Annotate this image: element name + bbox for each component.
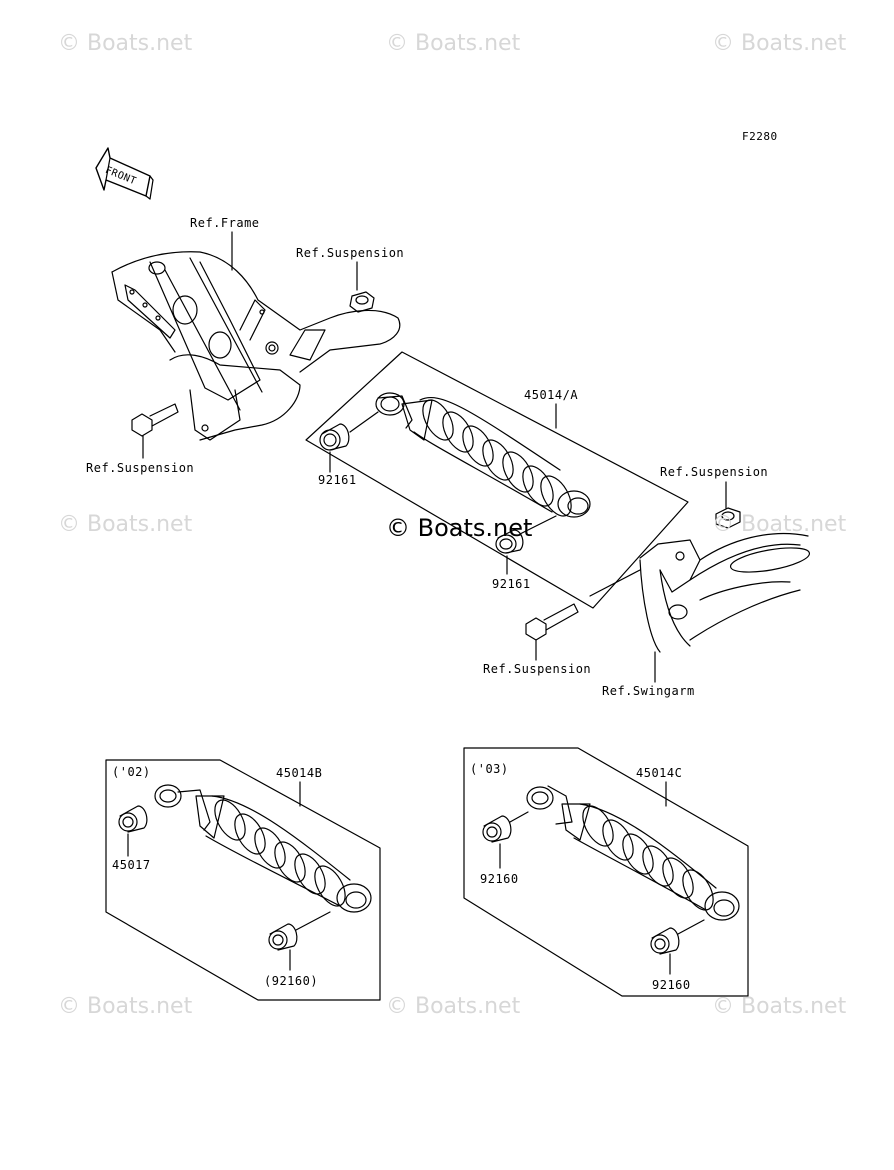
bushing-92161-right-icon [495,515,557,575]
swingarm-drawing [639,532,811,683]
bushing-92160-c-icon [650,919,705,975]
watermark-mid-left: © Boats.net [58,512,193,537]
label-45014a: 45014/A [524,388,579,402]
shock-box-45014a [305,351,689,609]
watermark-top-center: © Boats.net [386,31,521,56]
label-45014b: 45014B [276,766,323,780]
watermark-bottom-right: © Boats.net [712,994,847,1019]
watermark-top-left: © Boats.net [58,31,193,56]
label-ref-frame: Ref.Frame [190,216,260,230]
rear-shock-absorber-45014b-icon [154,784,372,913]
rear-shock-absorber-45014c-icon [526,785,740,921]
watermark-center: © Boats.net [386,514,533,542]
bushing-45017-icon [118,805,148,857]
bushing-92160-a-icon [482,811,529,869]
rear-shock-absorber-45014a-icon [375,392,591,518]
left-bolt-icon [131,403,179,459]
bottom-bolt-icon [525,569,641,661]
label-92160-a: 92160 [480,872,519,886]
watermark-bottom-left: © Boats.net [58,994,193,1019]
diagram-code: F2280 [742,130,778,143]
label-ref-swingarm: Ref.Swingarm [602,684,695,698]
label-ref-suspension-left: Ref.Suspension [86,461,195,475]
label-ref-suspension-right: Ref.Suspension [660,465,769,479]
label-year-02: ('02) [112,765,151,779]
label-year-03: ('03) [470,762,509,776]
watermark-mid-right: © Boats.net [712,512,847,537]
label-ref-suspension-top: Ref.Suspension [296,246,405,260]
bushing-92161-left-icon [319,411,379,473]
label-92160-b: 92160 [652,978,691,992]
label-92161-right: 92161 [492,577,531,591]
label-92160-paren: (92160) [264,974,319,988]
label-45014c: 45014C [636,766,683,780]
watermark-bottom-center: © Boats.net [386,994,521,1019]
bushing-92160-b-icon [268,911,331,971]
watermark-top-right: © Boats.net [712,31,847,56]
shock-box-45014b [105,759,381,1001]
frame-drawing [111,251,401,441]
label-ref-suspension-bottom: Ref.Suspension [483,662,592,676]
label-92161-left: 92161 [318,473,357,487]
right-nut-icon [715,481,741,529]
top-nut-icon [349,291,375,313]
front-arrow-icon [95,147,154,200]
shock-box-45014c [463,747,749,997]
label-45017: 45017 [112,858,151,872]
